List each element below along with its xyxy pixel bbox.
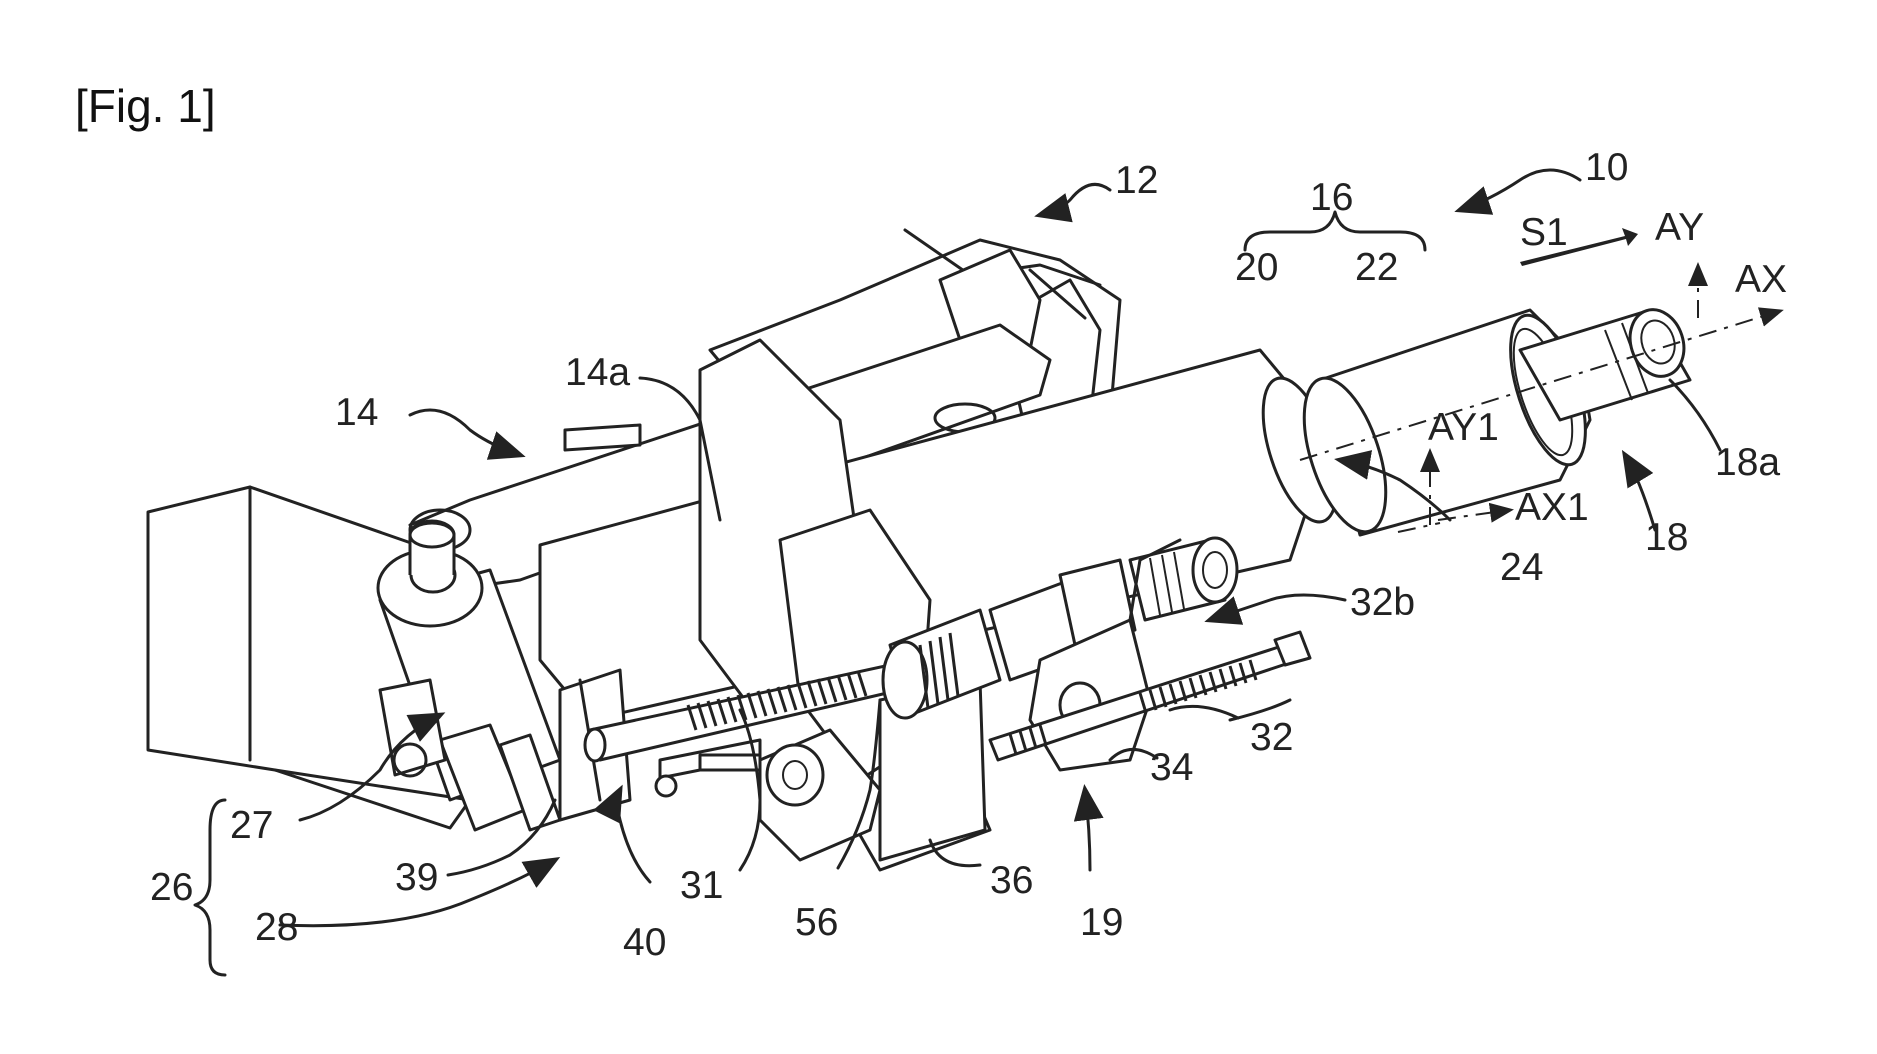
label-27: 27 — [230, 804, 273, 847]
label-26: 26 — [150, 866, 193, 909]
steering-column-drawing — [146, 168, 1784, 977]
connector-housing — [378, 678, 562, 832]
label-31: 31 — [680, 864, 723, 907]
label-36: 36 — [990, 859, 1033, 902]
label-19: 19 — [1080, 901, 1123, 944]
label-39: 39 — [395, 856, 438, 899]
sleeve-grooves — [1149, 551, 1185, 616]
leader-lines — [278, 168, 1722, 928]
rod-thread — [1008, 659, 1258, 755]
side-lug — [758, 728, 882, 862]
label-AX: AX — [1735, 258, 1787, 301]
nut-thread — [918, 632, 960, 709]
label-18: 18 — [1645, 516, 1688, 559]
label-12: 12 — [1115, 159, 1158, 202]
label-AY: AY — [1655, 206, 1704, 249]
label-14: 14 — [335, 391, 378, 434]
label-40: 40 — [623, 921, 666, 964]
label-28: 28 — [255, 906, 298, 949]
label-10: 10 — [1585, 146, 1628, 189]
label-AY1: AY1 — [1428, 406, 1499, 449]
nut-sleeve — [881, 536, 1239, 720]
reference-labels: 10 12 14 14a 16 18 18a 19 20 22 24 26 27… — [150, 146, 1787, 964]
threaded-rod — [988, 630, 1312, 762]
label-16: 16 — [1310, 176, 1353, 219]
screw-thread — [686, 670, 868, 731]
label-22: 22 — [1355, 246, 1398, 289]
brace-16 — [1243, 210, 1427, 252]
label-18a: 18a — [1715, 441, 1780, 484]
bolts — [563, 423, 762, 798]
brace-26 — [193, 798, 227, 977]
label-32: 32 — [1250, 716, 1293, 759]
label-14a: 14a — [565, 351, 630, 394]
label-34: 34 — [1150, 746, 1193, 789]
label-24: 24 — [1500, 546, 1543, 589]
label-S1: S1 — [1520, 211, 1568, 254]
label-20: 20 — [1235, 246, 1278, 289]
s1-direction-arrow — [1520, 228, 1638, 266]
label-56: 56 — [795, 901, 838, 944]
figure-title: [Fig. 1] — [75, 80, 216, 132]
label-32b: 32b — [1350, 581, 1415, 624]
label-AX1: AX1 — [1515, 486, 1589, 529]
